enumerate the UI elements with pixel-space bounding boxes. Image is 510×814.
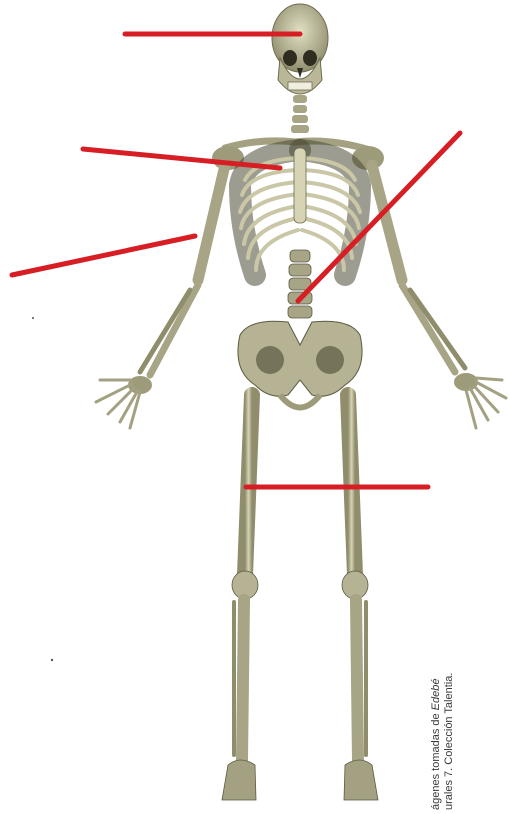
humerus-pointer [12, 236, 195, 275]
cervical-spine [291, 95, 309, 133]
credit-line-2: urales 7. Colección Talentia. [443, 600, 456, 810]
lumbar-spine [288, 250, 312, 318]
speck [32, 317, 34, 319]
credit-line-1: ágenes tomadas de Edebé [430, 600, 443, 810]
speck [51, 659, 53, 661]
right-leg [342, 395, 378, 800]
sternum [294, 148, 306, 223]
credit-italic: Edebé [430, 679, 442, 711]
skull [272, 4, 328, 94]
image-credit: ágenes tomadas de Edebé urales 7. Colecc… [430, 600, 456, 810]
left-arm [96, 165, 225, 428]
left-leg [222, 395, 258, 800]
